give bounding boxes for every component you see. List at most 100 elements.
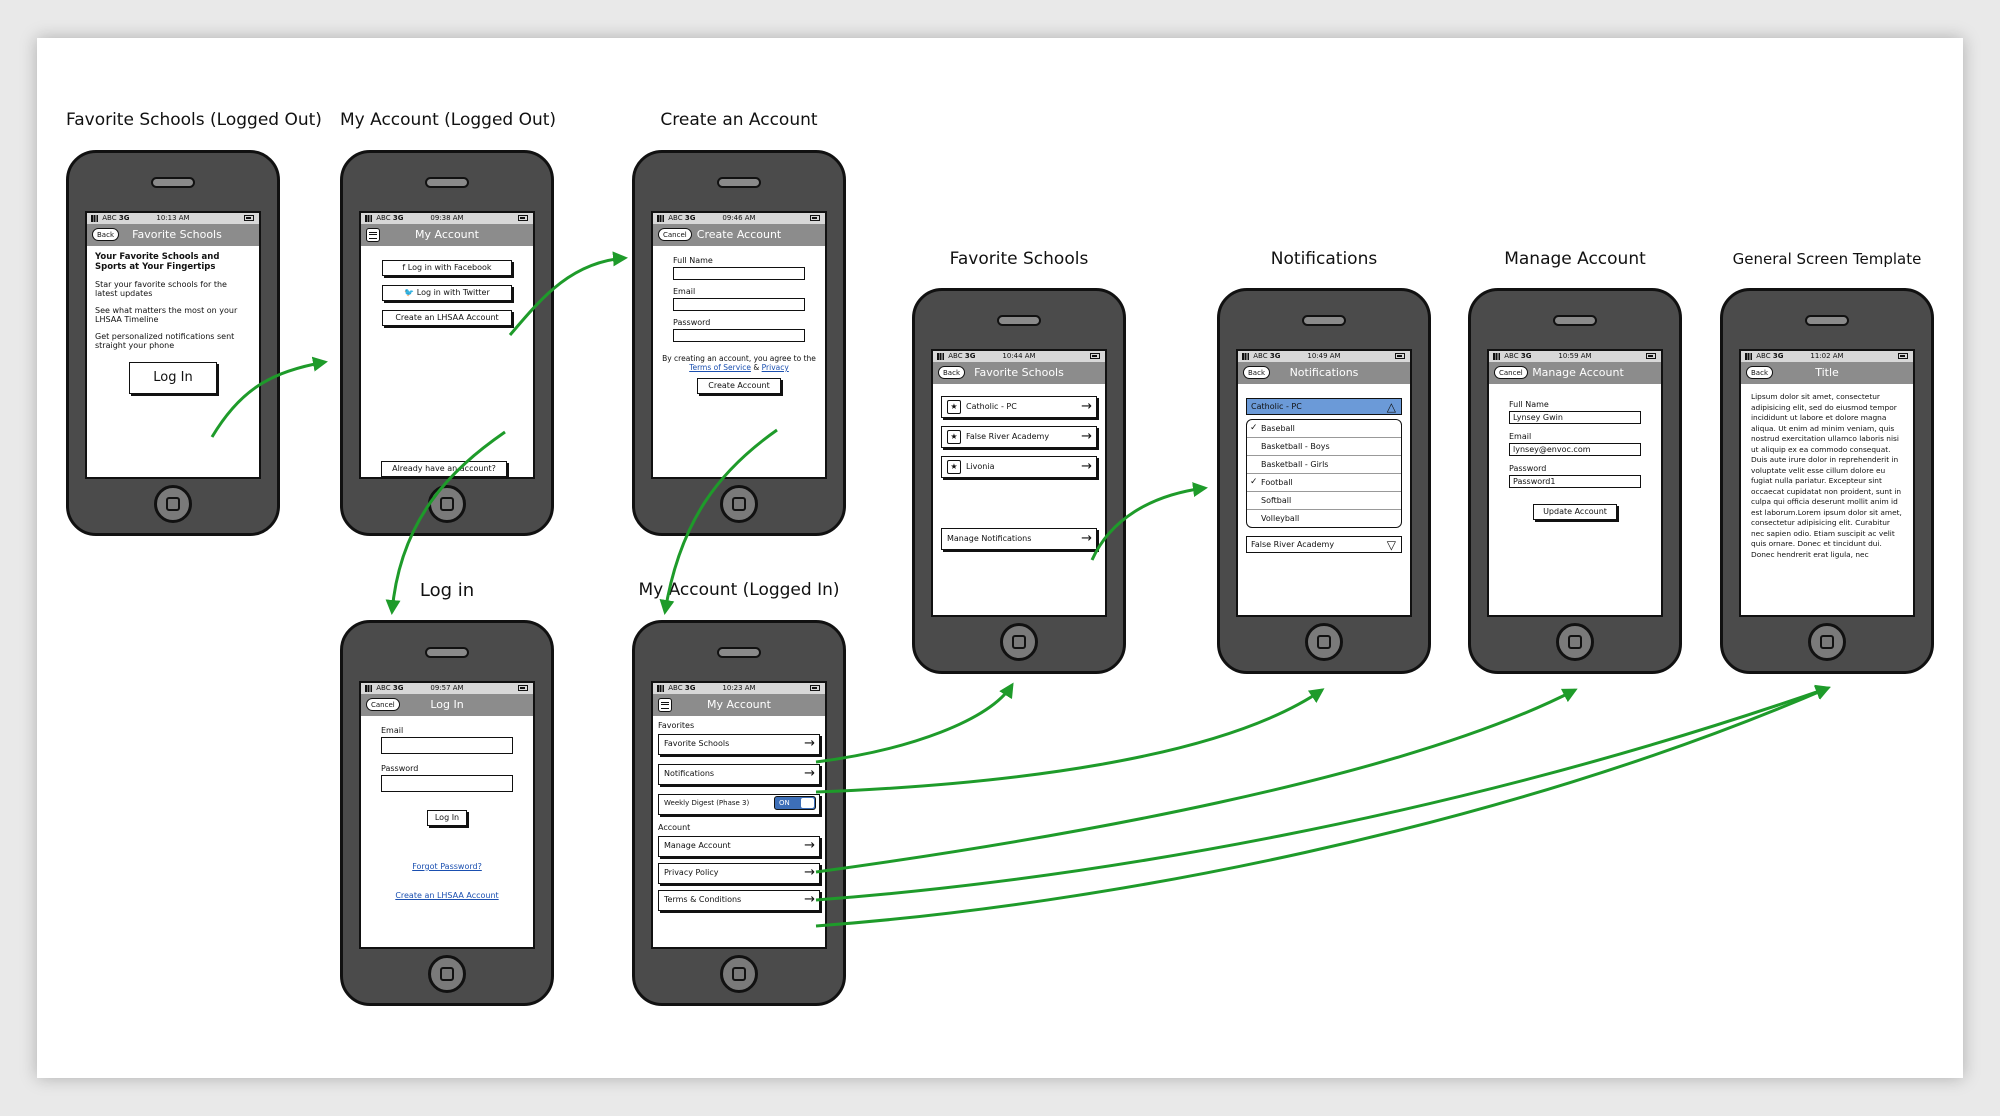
home-button[interactable]	[1305, 623, 1343, 661]
update-account-button[interactable]: Update Account	[1533, 504, 1617, 520]
home-button[interactable]	[720, 485, 758, 523]
phone-account-logged-in: ABC 3G 10:23 AM My Account Favorites Fav…	[632, 620, 846, 1006]
network: 3G	[392, 684, 404, 692]
nav-title: Title	[1815, 366, 1839, 379]
menu-icon[interactable]	[658, 698, 672, 712]
sport-name: Volleyball	[1261, 514, 1300, 523]
manage-notifications-row[interactable]: Manage Notifications →	[941, 528, 1097, 550]
full-name-field[interactable]: Lynsey Gwin	[1509, 411, 1641, 424]
school-row[interactable]: ★Catholic - PC →	[941, 396, 1097, 418]
password-field[interactable]	[673, 329, 805, 342]
cancel-button[interactable]: Cancel	[1494, 366, 1528, 379]
password-field[interactable]: Password1	[1509, 475, 1641, 488]
speaker	[151, 177, 195, 188]
login-button[interactable]: Log In	[129, 362, 217, 394]
home-button[interactable]	[720, 955, 758, 993]
caption-fav-logged-out: Favorite Schools (Logged Out)	[66, 110, 322, 130]
content: Full Name Email Password By creating an …	[653, 246, 825, 400]
weekly-digest-row: Weekly Digest (Phase 3) ON	[658, 794, 820, 815]
carrier: ABC	[668, 214, 683, 222]
notifications-row[interactable]: Notifications →	[658, 764, 820, 785]
terms-prefix: By creating an account, you agree to the	[662, 354, 816, 363]
privacy-policy-row[interactable]: Privacy Policy →	[658, 863, 820, 884]
school-dropdown-value: Catholic - PC	[1251, 402, 1302, 411]
speaker	[1302, 315, 1346, 326]
email-field[interactable]	[673, 298, 805, 311]
privacy-link[interactable]: Privacy	[761, 363, 789, 372]
login-button[interactable]: Log In	[427, 810, 467, 826]
back-button[interactable]: Back	[938, 366, 965, 379]
caption-account-logged-out: My Account (Logged Out)	[340, 110, 557, 130]
arrow-right-icon: →	[1081, 531, 1092, 546]
forgot-password-link[interactable]: Forgot Password?	[412, 862, 482, 871]
chevron-up-icon: △	[1386, 400, 1396, 414]
content: Email Password Log In Forgot Password? C…	[361, 716, 533, 906]
weekly-digest-toggle[interactable]: ON	[774, 796, 816, 810]
signal-icon	[365, 684, 374, 692]
home-button[interactable]	[1808, 623, 1846, 661]
speaker	[717, 177, 761, 188]
back-button[interactable]: Back	[92, 228, 119, 241]
sport-option[interactable]: Basketball - Girls	[1247, 456, 1401, 474]
already-have-account-button[interactable]: Already have an account?	[381, 461, 507, 477]
network: 3G	[684, 214, 696, 222]
email-field[interactable]	[381, 737, 513, 754]
caption-account-logged-in: My Account (Logged In)	[638, 580, 840, 600]
email-field[interactable]: lynsey@envoc.com	[1509, 443, 1641, 456]
school-dropdown[interactable]: Catholic - PC △	[1246, 398, 1402, 415]
password-label: Password	[673, 318, 711, 327]
school-name: Livonia	[966, 462, 995, 471]
create-account-submit-button[interactable]: Create Account	[697, 378, 781, 394]
create-account-button[interactable]: Create an LHSAA Account	[382, 310, 512, 326]
star-icon[interactable]: ★	[947, 429, 961, 444]
home-button[interactable]	[428, 485, 466, 523]
content: Catholic - PC △ ✓Baseball Basketball - B…	[1238, 384, 1410, 567]
full-name-field[interactable]	[673, 267, 805, 280]
sport-option[interactable]: Volleyball	[1247, 510, 1401, 527]
create-account-link[interactable]: Create an LHSAA Account	[395, 891, 499, 900]
arrow-right-icon: →	[804, 766, 815, 781]
back-button[interactable]: Back	[1746, 366, 1773, 379]
terms-row[interactable]: Terms & Conditions →	[658, 890, 820, 911]
arrow-right-icon: →	[1081, 459, 1092, 474]
home-button[interactable]	[428, 955, 466, 993]
second-school-dropdown[interactable]: False River Academy ▽	[1246, 536, 1402, 553]
signal-icon	[365, 214, 374, 222]
home-button[interactable]	[1000, 623, 1038, 661]
sport-option[interactable]: ✓Football	[1247, 474, 1401, 492]
signal-icon	[937, 352, 946, 360]
carrier: ABC	[376, 684, 391, 692]
phone-login: ABC 3G 09:57 AM Cancel Log In Email Pass…	[340, 620, 554, 1006]
star-icon[interactable]: ★	[947, 459, 961, 474]
battery-icon	[1898, 353, 1908, 359]
caption-template: General Screen Template	[1732, 250, 1922, 268]
clock: 09:46 AM	[722, 214, 756, 222]
back-button[interactable]: Back	[1243, 366, 1270, 379]
terms-of-service-link[interactable]: Terms of Service	[689, 363, 751, 372]
sport-option[interactable]: Basketball - Boys	[1247, 438, 1401, 456]
status-bar: ABC 3G 10:59 AM	[1489, 351, 1661, 362]
cancel-button[interactable]: Cancel	[366, 698, 400, 711]
school-row[interactable]: ★ Livonia →	[941, 456, 1097, 478]
screen: ABC 3G 09:46 AM Cancel Create Account Fu…	[651, 211, 827, 479]
password-field[interactable]	[381, 775, 513, 792]
password-label: Password	[1509, 464, 1547, 473]
home-button[interactable]	[1556, 623, 1594, 661]
home-button[interactable]	[154, 485, 192, 523]
signal-icon	[91, 214, 100, 222]
favorite-schools-row[interactable]: Favorite Schools →	[658, 734, 820, 755]
manage-account-row[interactable]: Manage Account →	[658, 836, 820, 857]
sport-option[interactable]: ✓Baseball	[1247, 420, 1401, 438]
menu-icon[interactable]	[366, 228, 380, 242]
network: 3G	[1772, 352, 1784, 360]
manage-notifications-label: Manage Notifications	[947, 534, 1032, 543]
facebook-login-button[interactable]: f Log in with Facebook	[382, 260, 512, 276]
clock: 10:23 AM	[722, 684, 756, 692]
twitter-login-button[interactable]: 🐦 Log in with Twitter	[382, 285, 512, 301]
sport-option[interactable]: Softball	[1247, 492, 1401, 510]
terms-label: Terms & Conditions	[664, 895, 742, 904]
school-row[interactable]: ★False River Academy →	[941, 426, 1097, 448]
star-icon[interactable]: ★	[947, 399, 961, 414]
arrow-right-icon: →	[804, 892, 815, 907]
cancel-button[interactable]: Cancel	[658, 228, 692, 241]
